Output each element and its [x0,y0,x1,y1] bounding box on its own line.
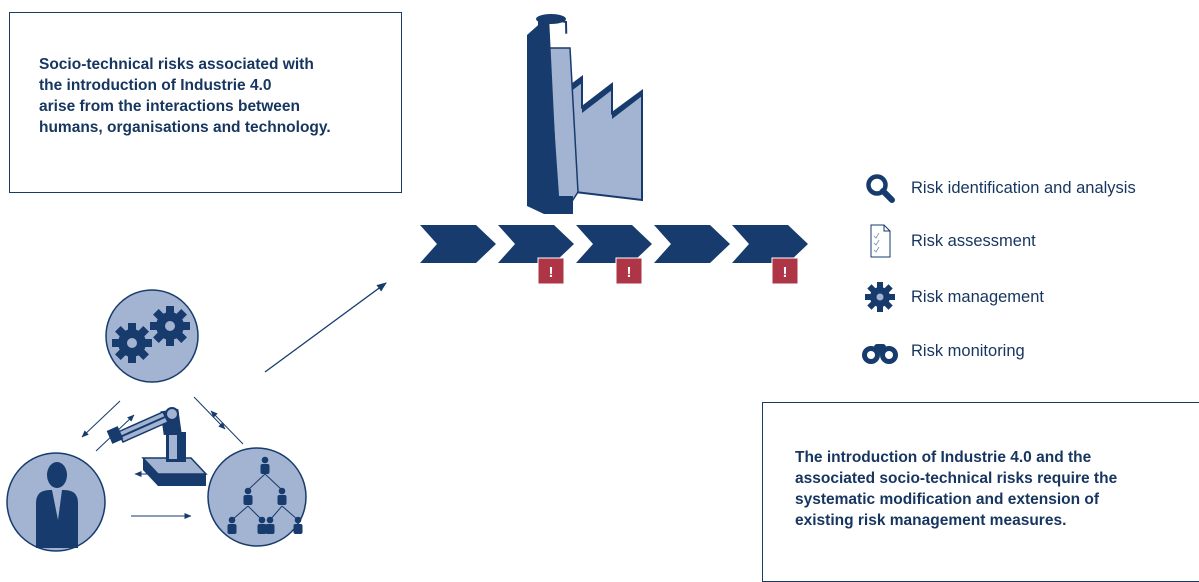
intro-note-line: Socio-technical risks associated with [39,56,314,73]
factory-icon [527,14,643,214]
magnifier-icon [862,173,898,203]
influence-arrow [264,282,387,373]
person-small-icon [257,516,267,534]
org-to-tech-arrow [210,410,244,445]
people-icons [227,456,303,534]
warning-symbol: ! [627,264,632,281]
legend-label: Risk management [911,287,1044,306]
intro-note-box: Socio-technical risks associated with th… [9,12,402,193]
tech-to-org-arrow [193,396,226,430]
gears-icon [112,323,152,363]
warning-marker [615,257,643,285]
person-small-icon [265,516,275,534]
legend-label: Risk monitoring [911,341,1025,360]
person-small-icon [293,516,303,534]
gear-icon [862,282,898,312]
binoculars-icon [862,336,898,366]
process-stage-chevron [654,225,730,263]
intro-note-line: the introduction of Industrie 4.0 [39,77,272,94]
organisation-circle [207,447,307,547]
person-small-icon [243,487,253,505]
intro-note-line: arise from the interactions between [39,98,300,115]
warning-marker [537,257,565,285]
warning-symbol: ! [549,264,554,281]
process-stage-chevron [732,225,808,263]
process-stage-chevron [576,225,652,263]
legend-item-risk-monitoring: Risk monitoring [862,336,1025,366]
warning-symbol: ! [783,264,788,281]
robot-arm-icon [106,407,208,486]
person-small-icon [260,456,270,474]
conclusion-note-line: associated socio-technical risks require… [795,470,1118,487]
process-stage-chevron [420,225,496,263]
person-icon [36,462,78,548]
conclusion-note-line: The introduction of Industrie 4.0 and th… [795,449,1092,466]
interaction-arrows [81,396,244,519]
org-chart-icon [231,473,299,521]
legend-label: Risk identification and analysis [911,178,1136,197]
technology-node [105,289,199,383]
person-small-icon [277,487,287,505]
process-chevrons [420,225,808,263]
tech-to-human-arrow [81,400,121,438]
legend-item-risk-management: Risk management [862,282,1044,312]
conclusion-note-line: systematic modification and extension of [795,491,1100,508]
legend-item-risk-assessment: Risk assessment [862,224,1036,258]
conclusion-note-box: The introduction of Industrie 4.0 and th… [762,402,1199,582]
intro-note-line: humans, organisations and technology. [39,119,331,136]
legend-label: Risk assessment [911,231,1036,250]
checklist-icon [862,224,898,258]
organisation-node [207,447,307,547]
legend-item-risk-identification: Risk identification and analysis [862,173,1136,203]
warning-markers: !!! [537,257,799,285]
conclusion-note-line: existing risk management measures. [795,512,1067,529]
human-to-tech-arrow [95,414,135,452]
person-small-icon [227,516,237,534]
human-node [6,452,106,552]
process-stage-chevron [498,225,574,263]
warning-marker [771,257,799,285]
